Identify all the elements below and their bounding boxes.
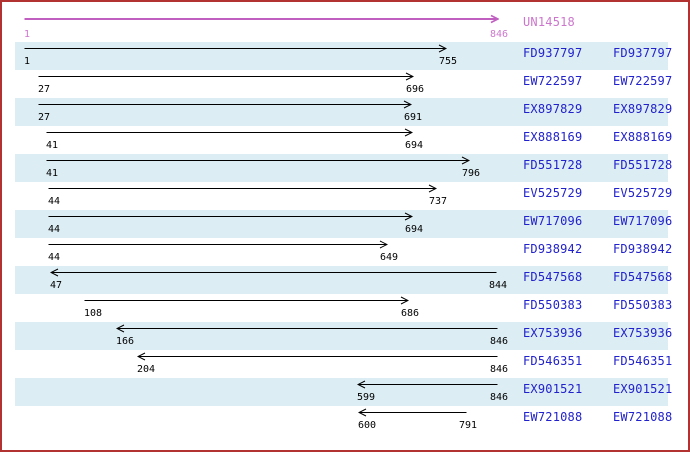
reference-label[interactable]: UN14518 xyxy=(523,15,575,29)
accession-link-secondary[interactable]: FD547568 xyxy=(613,270,673,284)
row-band xyxy=(15,42,668,70)
accession-link-secondary[interactable]: EW717096 xyxy=(613,214,673,228)
alignment-end-coord: 686 xyxy=(400,308,420,319)
reference-start-coord: 1 xyxy=(24,29,31,40)
alignment-arrow xyxy=(46,156,471,165)
alignment-arrow xyxy=(356,380,498,389)
accession-link-secondary[interactable]: EW721088 xyxy=(613,410,673,424)
alignment-start-coord: 44 xyxy=(48,252,61,263)
alignment-end-coord: 846 xyxy=(489,336,509,347)
alignment-arrow xyxy=(84,296,410,305)
accession-link-secondary[interactable]: EX888169 xyxy=(613,130,673,144)
accession-link[interactable]: FD937797 xyxy=(523,46,583,60)
alignment-arrow xyxy=(46,128,414,137)
alignment-start-coord: 41 xyxy=(46,140,59,151)
alignment-arrow xyxy=(49,268,497,277)
alignment-end-coord: 755 xyxy=(438,56,458,67)
reference-end-coord: 846 xyxy=(489,29,509,40)
alignment-arrow xyxy=(115,324,498,333)
accession-link-secondary[interactable]: FD550383 xyxy=(613,298,673,312)
alignment-end-coord: 846 xyxy=(489,364,509,375)
accession-link-secondary[interactable]: FD937797 xyxy=(613,46,673,60)
accession-link[interactable]: FD938942 xyxy=(523,242,583,256)
alignment-end-coord: 691 xyxy=(403,112,423,123)
alignment-start-coord: 27 xyxy=(38,84,51,95)
alignment-arrow xyxy=(48,184,438,193)
accession-link[interactable]: EW722597 xyxy=(523,74,583,88)
alignment-end-coord: 737 xyxy=(428,196,448,207)
alignment-start-coord: 166 xyxy=(116,336,135,347)
alignment-start-coord: 204 xyxy=(137,364,156,375)
alignment-arrow xyxy=(357,408,467,417)
alignment-arrow xyxy=(24,44,448,53)
alignment-arrow xyxy=(48,240,389,249)
alignment-arrow xyxy=(136,352,498,361)
accession-link-secondary[interactable]: EV525729 xyxy=(613,186,673,200)
alignment-end-coord: 846 xyxy=(489,392,509,403)
row-band xyxy=(15,154,668,182)
accession-link[interactable]: EV525729 xyxy=(523,186,583,200)
alignment-start-coord: 599 xyxy=(357,392,376,403)
accession-link[interactable]: FD551728 xyxy=(523,158,583,172)
accession-link[interactable]: FD546351 xyxy=(523,354,583,368)
accession-link[interactable]: EX753936 xyxy=(523,326,583,340)
accession-link-secondary[interactable]: EX897829 xyxy=(613,102,673,116)
alignment-start-coord: 44 xyxy=(48,224,61,235)
accession-link-secondary[interactable]: FD546351 xyxy=(613,354,673,368)
row-band xyxy=(15,266,668,294)
accession-link[interactable]: EX901521 xyxy=(523,382,583,396)
alignment-end-coord: 649 xyxy=(379,252,399,263)
alignment-end-coord: 696 xyxy=(405,84,425,95)
alignment-start-coord: 1 xyxy=(24,56,31,67)
accession-link[interactable]: FD550383 xyxy=(523,298,583,312)
row-band xyxy=(15,378,668,406)
alignment-start-coord: 27 xyxy=(38,112,51,123)
alignment-start-coord: 41 xyxy=(46,168,59,179)
alignment-arrow xyxy=(38,100,413,109)
reference-arrow xyxy=(24,14,500,24)
alignment-end-coord: 694 xyxy=(404,224,424,235)
accession-link[interactable]: EW717096 xyxy=(523,214,583,228)
accession-link[interactable]: EX897829 xyxy=(523,102,583,116)
alignment-start-coord: 600 xyxy=(358,420,377,431)
accession-link-secondary[interactable]: EX901521 xyxy=(613,382,673,396)
alignment-start-coord: 108 xyxy=(84,308,103,319)
accession-link[interactable]: FD547568 xyxy=(523,270,583,284)
row-band xyxy=(15,98,668,126)
accession-link-secondary[interactable]: EW722597 xyxy=(613,74,673,88)
row-band xyxy=(15,210,668,238)
alignment-end-coord: 844 xyxy=(488,280,508,291)
row-band xyxy=(15,322,668,350)
accession-link[interactable]: EW721088 xyxy=(523,410,583,424)
alignment-end-coord: 791 xyxy=(458,420,478,431)
accession-link[interactable]: EX888169 xyxy=(523,130,583,144)
accession-link-secondary[interactable]: FD938942 xyxy=(613,242,673,256)
alignment-end-coord: 796 xyxy=(461,168,481,179)
alignment-arrow xyxy=(38,72,415,81)
alignment-arrow xyxy=(48,212,414,221)
accession-link-secondary[interactable]: EX753936 xyxy=(613,326,673,340)
alignment-end-coord: 694 xyxy=(404,140,424,151)
alignment-start-coord: 47 xyxy=(50,280,63,291)
accession-link-secondary[interactable]: FD551728 xyxy=(613,158,673,172)
alignment-start-coord: 44 xyxy=(48,196,61,207)
